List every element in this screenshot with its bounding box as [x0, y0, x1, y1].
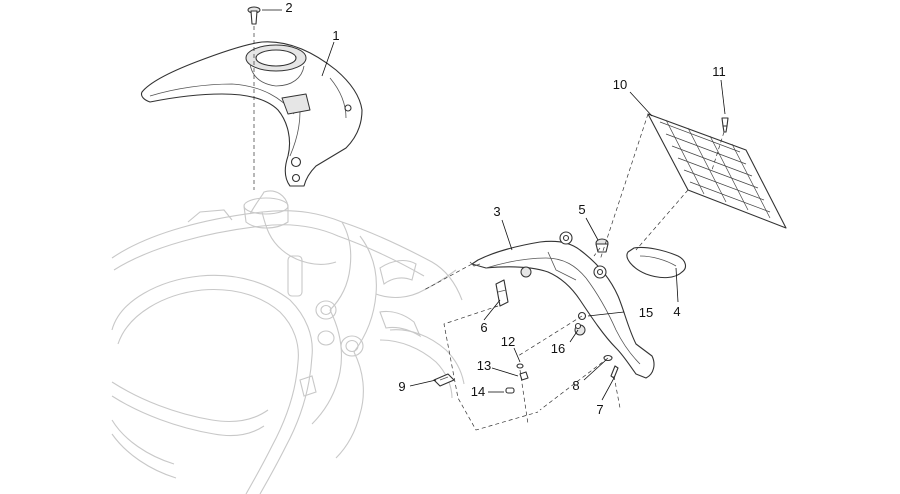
callout-13: 13: [477, 358, 491, 373]
part-4-reflector: [626, 246, 687, 279]
part-7-screw: [610, 365, 619, 379]
part-12-nut: [516, 363, 524, 369]
part-3-plate-holder: [469, 231, 655, 379]
callout-2: 2: [285, 0, 292, 15]
callout-9: 9: [398, 379, 405, 394]
assembly-lines: [423, 113, 725, 431]
part-5-bolt: [595, 238, 609, 253]
callout-7: 7: [596, 402, 603, 417]
callout-16: 16: [551, 341, 565, 356]
part-2-screw: [247, 6, 261, 25]
leader-lines: [262, 9, 726, 401]
callout-6: 6: [480, 320, 487, 335]
callout-10: 10: [613, 77, 627, 92]
part-1-cover: [140, 41, 363, 187]
part-16-washer: [574, 322, 582, 330]
callout-8: 8: [572, 378, 579, 393]
part-9-clip: [433, 373, 455, 387]
callout-11: 11: [712, 64, 726, 79]
callout-4: 4: [673, 304, 680, 319]
callout-3: 3: [493, 204, 500, 219]
callout-labels: 1 2 3 4 5 6 7 8 9 10 11 12 13 14 15 16: [285, 0, 725, 417]
part-6-clip: [495, 279, 509, 307]
part-11-screw: [721, 117, 729, 133]
scooter-frame: [111, 190, 465, 494]
part-10-plate-grid: [647, 113, 787, 229]
callout-14: 14: [471, 384, 485, 399]
callout-5: 5: [578, 202, 585, 217]
callout-12: 12: [501, 334, 515, 349]
part-14-spacer: [505, 387, 515, 394]
callout-15: 15: [639, 305, 653, 320]
callout-1: 1: [332, 28, 339, 43]
